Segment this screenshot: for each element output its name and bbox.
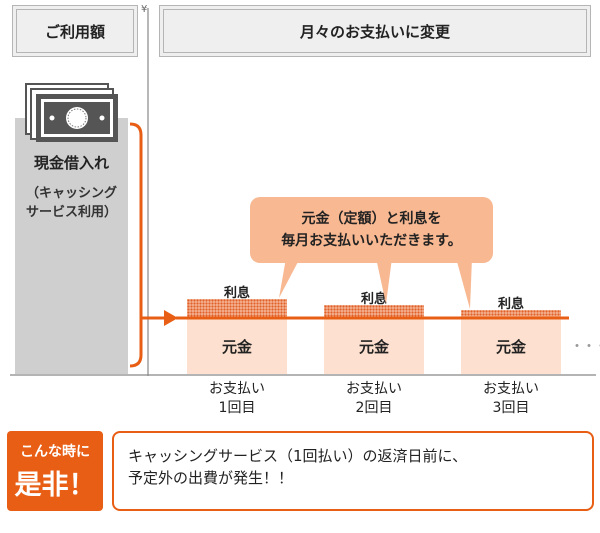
header-usage-amount-label: ご利用額 (44, 22, 105, 41)
interest-label-2: 利息 (360, 292, 387, 307)
payment-label-3-line1: お支払い (483, 381, 539, 397)
cash-loan-subtitle-line1: （キャッシング (25, 186, 117, 201)
flow-arrow-head (164, 310, 178, 326)
interest-block-1 (187, 299, 287, 318)
header-monthly-payment-label: 月々のお支払いに変更 (299, 22, 450, 41)
yen-axis-label: ¥ (141, 4, 148, 15)
payment-label-1-line2: 1回目 (218, 400, 256, 416)
payment-label-1-line1: お支払い (209, 381, 265, 397)
interest-block-2 (324, 305, 424, 318)
payment-label-1: お支払い 1回目 (182, 380, 292, 418)
callout-line2: 毎月お支払いいただきます。 (281, 233, 462, 249)
cash-loan-title: 現金借入れ (33, 154, 109, 172)
payment-label-3: お支払い 3回目 (456, 380, 566, 418)
callout-pointer-3 (456, 258, 472, 309)
principal-block-1: 元金 (187, 318, 287, 374)
callout-pointer-1 (279, 258, 300, 298)
cash-loan-subtitle-line2: サービス利用） (25, 205, 117, 220)
cash-loan-column (15, 118, 128, 374)
payment-label-2-line1: お支払い (346, 381, 402, 397)
interest-block-3 (461, 310, 561, 318)
principal-label-3: 元金 (495, 337, 526, 356)
header-box-monthly-payment: 月々のお支払いに変更 (159, 5, 591, 57)
payment-label-2: お支払い 2回目 (319, 380, 429, 418)
continuation-dots: ・・・ (570, 339, 600, 355)
payment-label-2-line2: 2回目 (355, 400, 393, 416)
cash-loan-subtitle: （キャッシング サービス利用） (15, 184, 128, 222)
payment-label-3-line2: 3回目 (492, 400, 530, 416)
scenario-line2: 予定外の出費が発生！！ (128, 469, 294, 487)
scenario-box: キャッシングサービス（1回払い）の返済日前に、 予定外の出費が発生！！ (112, 431, 594, 511)
principal-label-2: 元金 (358, 337, 389, 356)
scenario-line1: キャッシングサービス（1回払い）の返済日前に、 (128, 447, 468, 465)
callout-bubble: 元金（定額）と利息を 毎月お支払いいただきます。 (250, 197, 493, 263)
principal-label-1: 元金 (221, 337, 252, 356)
badge-top-text: こんな時に (20, 443, 90, 460)
interest-label-3: 利息 (497, 297, 524, 312)
banknote-stack-icon (25, 83, 118, 142)
header-box-usage-amount: ご利用額 (12, 5, 138, 57)
callout-pointer-2 (376, 258, 392, 304)
callout-line1: 元金（定額）と利息を (301, 211, 442, 227)
recommendation-badge: こんな時に 是非！ (7, 431, 103, 511)
amount-bracket (129, 122, 143, 368)
interest-label-1: 利息 (223, 286, 250, 301)
badge-main-text: 是非！ (14, 469, 96, 501)
principal-block-3: 元金 (461, 318, 561, 374)
principal-block-2: 元金 (324, 318, 424, 374)
